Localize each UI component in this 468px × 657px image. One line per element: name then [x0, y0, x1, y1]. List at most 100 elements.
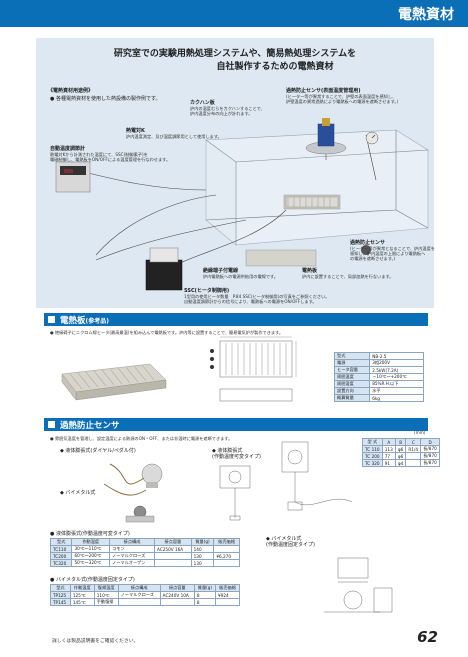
dim-table-cell: TC 110: [362, 445, 383, 453]
liquid-table-cell: 130: [190, 552, 215, 560]
footer-note: 詳しくは製品説明書をご確認ください。: [52, 639, 139, 644]
callout-controller-text: 熱電対Kから計測された温度にて、SSC(制御素子)を 電磁制御し、電熱板をON/…: [50, 152, 171, 162]
spec-row: 周囲温度－10℃〜+200℃: [333, 373, 424, 381]
sensor-drawing: [219, 465, 251, 521]
bimetal-table-header-cell: 接点容量: [159, 584, 195, 592]
liquid-table-cell: TC320: [49, 559, 73, 567]
spec-value: 3相200V: [369, 359, 424, 367]
sensor-photos: [103, 463, 163, 523]
bimetal-table-cell: TP145: [50, 598, 71, 606]
bimetal-dimension-drawing: [324, 557, 393, 613]
liquid-table-cell: [154, 552, 192, 560]
liquid-table-header-cell: 接点容量: [154, 538, 192, 546]
dim-table-cell: 77: [381, 452, 396, 460]
liquid-table-cell: AC250V 16A: [154, 545, 192, 553]
headline-line2: 自社製作するための電熱資材: [216, 62, 334, 72]
dim-table-cell: R1/4: [405, 445, 422, 453]
heater-plate-drawing: [210, 336, 297, 402]
liquid-table-header-cell: 作動温度: [71, 538, 110, 546]
dim-table-cell: TC 320: [362, 459, 383, 467]
callout-terminal-title: 絶縁端子付電線: [203, 268, 239, 274]
liquid-table-cell: [213, 559, 240, 567]
unit-label: (mm): [414, 430, 426, 435]
spec-key: ヒータ容量: [333, 366, 371, 374]
liquid-table-header-cell: 質量(g): [190, 538, 215, 546]
dim-table-cell: 91: [381, 459, 396, 467]
spec-key: 周囲温度: [333, 373, 371, 381]
dim-table-cell: φ6: [394, 445, 407, 453]
liquid-table-header-row: 型式作動温度接点構成接点容量質量(g)販売価格: [49, 538, 240, 546]
callout-cutoff-sensor-text: (ヒーター等が異常となることで、炉内温度を 感知し、炉内温度の上限により電熱板へ…: [350, 246, 435, 261]
bimetal-table-cell: [215, 598, 240, 606]
liquid-table-cell: TC200: [49, 552, 73, 560]
section-overheat-sensor-desc: ● 雰囲気温度を管理し、設定温度による熱源のON・OFF、または非温時に電源を遮…: [50, 436, 233, 441]
bimetal-table-cell: [159, 598, 195, 606]
dim-table-header-cell: D: [420, 438, 440, 446]
usage-title: 《電熱資材用途例》: [48, 88, 94, 94]
bimetal-table-cell: 手動復帰: [93, 598, 119, 606]
bimetal-table-header-row: 型式作動温度復帰温度接点構成接点容量質量(g)販売価格: [50, 584, 240, 592]
table2-caption: ● バイメタル式(作動温度固定タイプ): [50, 577, 135, 583]
spec-value: 水平: [369, 387, 424, 395]
callout-thermocouple-title: 熱電対K: [126, 128, 145, 134]
spec-value: NB-2.5: [369, 352, 424, 360]
callout-cover-title: カクハン板: [190, 100, 215, 106]
bimetal-table-cell: ノーマルクローズ: [117, 591, 161, 599]
header-bar: 電熱資材: [0, 0, 468, 27]
dim-table-cell: 113: [381, 445, 396, 453]
section-heater-plate-bar: 電熱板(参考品): [44, 313, 428, 326]
callout-terminal-text: 炉内電熱板への電源供給用の電線です。: [203, 274, 278, 279]
bimetal-table-header-cell: 型式: [50, 584, 71, 592]
system-illustration: 888: [55, 118, 429, 291]
bimetal-table-cell: TP125: [50, 591, 71, 599]
dim-table-header-cell: B: [394, 438, 407, 446]
liquid-table-header-cell: 型式: [49, 538, 73, 546]
section-overheat-sensor-title: 過熱防止センサ: [60, 421, 120, 431]
liquid-table-cell: 60℃〜200℃: [71, 552, 110, 560]
liquid-table-cell: ノーマルオープン: [108, 559, 156, 567]
bimetal-table-header-cell: 接点構成: [117, 584, 161, 592]
headline-line1: 研究室での実験用熱処理システムや、簡易熱処理システムを: [113, 49, 357, 59]
callout-surface-sensor-title: 過熱防止センサ(表面温度管理用): [286, 88, 361, 94]
liquid-table-cell: 140: [190, 545, 215, 553]
bimetal-table-cell: ¥924: [215, 591, 240, 599]
bimetal-table-cell: 110℃: [93, 591, 119, 599]
page-category-title: 電熱資材: [398, 7, 454, 23]
liquid-table-cell: [213, 545, 240, 553]
dim-table-cell: 長/870: [420, 445, 440, 453]
callout-controller-title: 自動温度調節計: [50, 146, 86, 152]
dim-table-cell: φ4: [394, 459, 407, 467]
liquid-table-header-cell: 販売価格: [213, 538, 240, 546]
dim-table-cell: φ6: [394, 452, 407, 460]
spec-key: 設置方向: [333, 387, 371, 395]
liquid-table-cell: 130: [190, 559, 215, 567]
type-b-label: ◆ 液体膨張式 (作動温度可変タイプ): [212, 448, 261, 460]
heater-plate-photo: [61, 363, 167, 401]
usage-text: ● 各種電熱資材を使用した熱設備の製作例です。: [50, 96, 161, 102]
spec-key: 周囲湿度: [333, 380, 371, 388]
page-number: 62: [417, 628, 438, 646]
callout-cutoff-sensor-title: 過熱防止センサ: [350, 240, 386, 246]
section-heater-plate-title: 電熱板(参考品): [60, 316, 110, 326]
table1-caption: ● 液体膨張式(作動温度可変タイプ): [50, 531, 130, 537]
callout-cover-text: 炉内の温度むらをカクハンすることで、 炉内温度分布の向上が計れます。: [190, 106, 265, 116]
svg-text:888: 888: [64, 169, 73, 175]
bimetal-table-cell: 145℃: [69, 598, 95, 606]
dim-table-header-cell: 型 式: [362, 438, 383, 446]
liquid-table-header-cell: 接点構成: [108, 538, 156, 546]
dim-table-cell: 長/870: [420, 459, 440, 467]
bimetal-table-cell: 8: [193, 591, 217, 599]
spec-key: 概算質量: [333, 394, 371, 402]
